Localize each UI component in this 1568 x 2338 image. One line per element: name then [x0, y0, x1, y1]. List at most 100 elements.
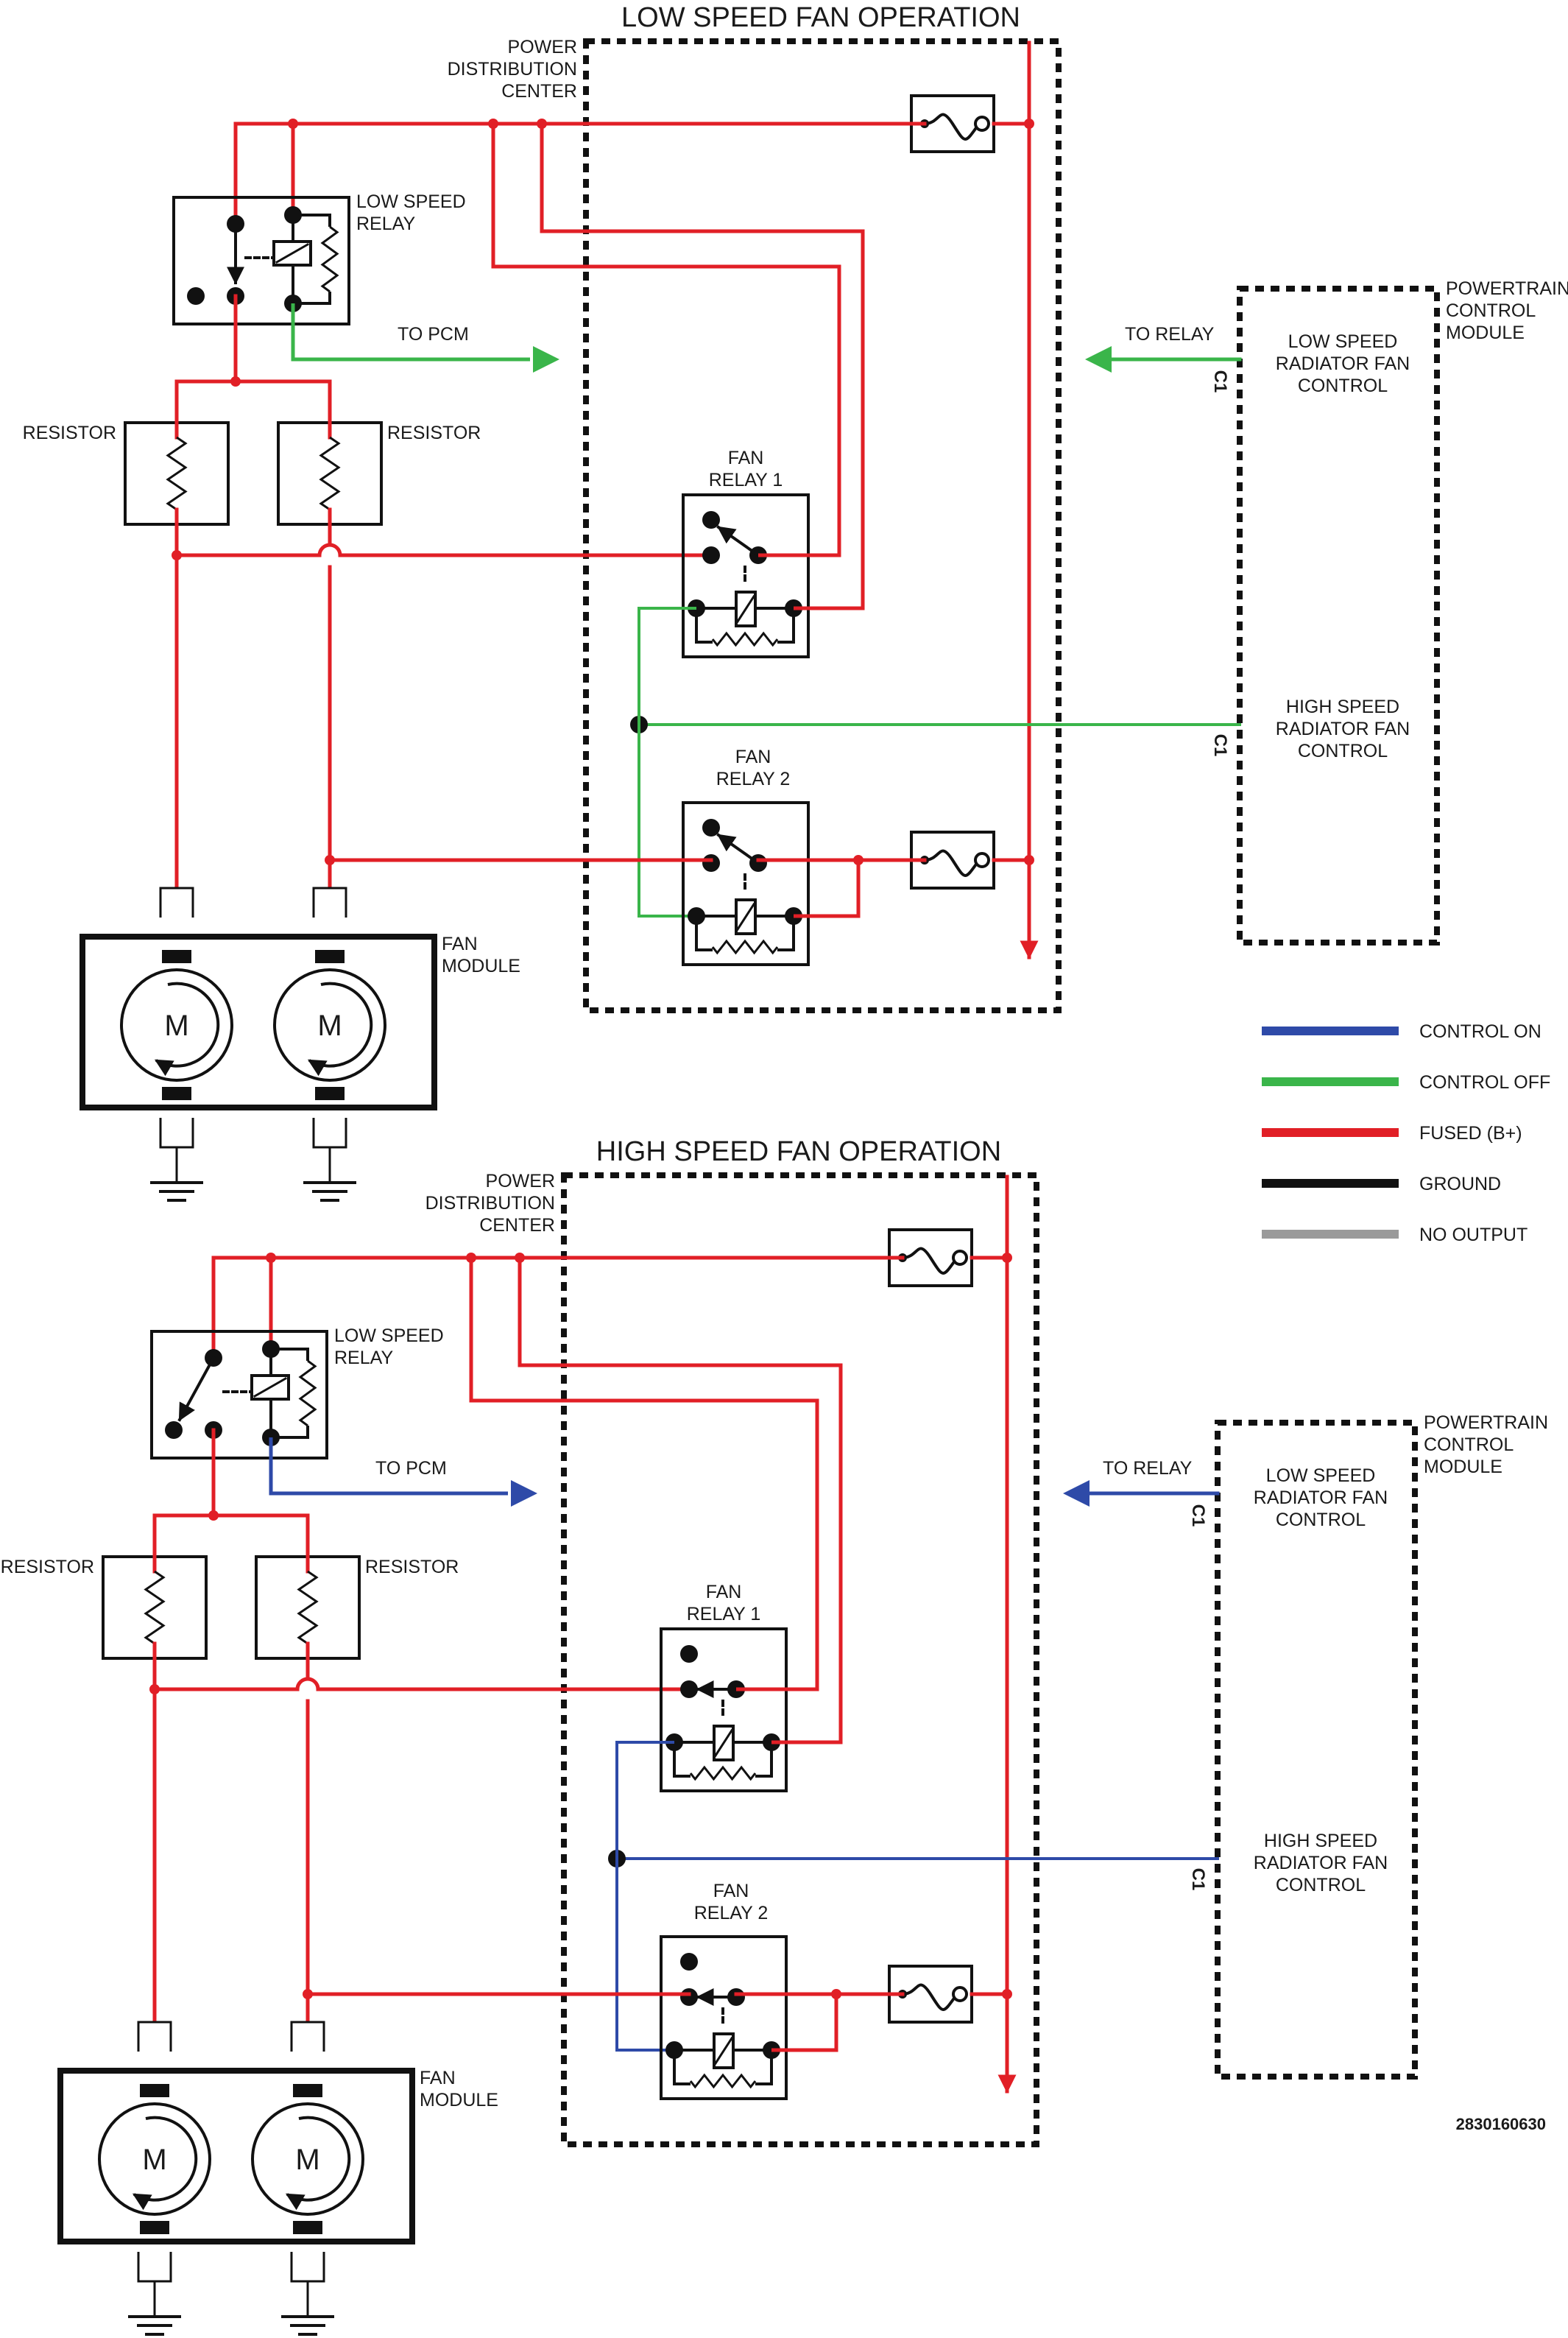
- to-pcm-label: TO PCM: [398, 324, 469, 345]
- legend-label: GROUND: [1419, 1174, 1501, 1194]
- coil-wire: [293, 292, 331, 305]
- motor-brush: [293, 2084, 322, 2097]
- low-fan-control-label: RADIATOR FAN: [1276, 353, 1410, 374]
- legend-label: CONTROL ON: [1419, 1021, 1541, 1042]
- fan-module-box: [57, 2068, 415, 2244]
- high-speed-panel: HIGH SPEED FAN OPERATIONPOWERDISTRIBUTIO…: [1, 1136, 1548, 2336]
- junction-dot: [1002, 1989, 1012, 1999]
- relay2-coil-feed: [771, 1994, 838, 2052]
- high-fan-control-label: CONTROL: [1276, 1875, 1366, 1895]
- low-speed-relay-label: RELAY: [356, 214, 415, 234]
- connector-c1: C1: [1188, 1504, 1208, 1527]
- fuse-element: [924, 849, 981, 877]
- arrow-head: [1063, 1480, 1090, 1507]
- coil-wire: [777, 916, 795, 951]
- relay-switch-arm: [716, 833, 760, 865]
- fuse-terminal: [974, 116, 990, 132]
- high-fan-control-label: CONTROL: [1298, 741, 1388, 761]
- high-fan-control-label: HIGH SPEED: [1286, 697, 1399, 717]
- to-relay-label: TO RELAY: [1125, 324, 1215, 345]
- fan-relay-box: [682, 493, 810, 658]
- motor-label: M: [317, 1010, 342, 1042]
- fan-module-label: FAN: [442, 934, 478, 954]
- pdc-label: POWER: [508, 37, 577, 57]
- relay-coil: [735, 591, 757, 627]
- high-fan-control-label: HIGH SPEED: [1264, 1831, 1377, 1851]
- fuse-element: [902, 1247, 958, 1275]
- pdc-box: [583, 38, 1062, 1013]
- resistor-left-label: RESISTOR: [23, 423, 116, 443]
- relay-contact: [702, 819, 720, 837]
- wire: [152, 1513, 310, 1557]
- low-fan-control-label: LOW SPEED: [1288, 331, 1398, 352]
- relay-coil: [735, 898, 757, 935]
- pdc-label: DISTRIBUTION: [448, 59, 577, 80]
- high-fan-control-label: RADIATOR FAN: [1254, 1853, 1388, 1873]
- motor-brush: [293, 2221, 322, 2234]
- coil-slash: [713, 2036, 734, 2066]
- legend-label: CONTROL OFF: [1419, 1072, 1550, 1093]
- junction-dot: [1024, 855, 1034, 865]
- fan-relay-box: [682, 801, 810, 966]
- motor: [251, 2102, 364, 2216]
- fan-relay2-label: FAN: [735, 747, 771, 767]
- pdc-label: CENTER: [501, 81, 577, 102]
- motor-brush: [315, 950, 345, 963]
- relay-switch-arm: [177, 1356, 216, 1422]
- coil-wire: [271, 1426, 309, 1439]
- junction-dot: [149, 1684, 160, 1694]
- junction-dot: [1024, 119, 1034, 129]
- suppression-resistor: [711, 631, 779, 647]
- low-speed-relay-box: [172, 196, 350, 325]
- connector: [290, 2021, 325, 2052]
- fuse-terminal: [952, 1986, 968, 2002]
- rotation-arrow: [307, 982, 373, 1077]
- fan-relay1-label: FAN: [728, 448, 764, 468]
- fan-relay1-label: RELAY 1: [709, 470, 783, 490]
- resistor-right-label: RESISTOR: [387, 423, 481, 443]
- pcm-box: [1215, 1420, 1418, 2080]
- pcm-label: MODULE: [1446, 323, 1525, 343]
- coil-slash: [252, 1376, 288, 1398]
- motor-brush: [140, 2084, 169, 2097]
- relay-contact: [702, 546, 720, 564]
- coil-wire: [271, 1348, 309, 1361]
- resistor-right-label: RESISTOR: [365, 1557, 459, 1577]
- legend-label: NO OUTPUT: [1419, 1225, 1528, 1245]
- motor-label: M: [164, 1010, 188, 1042]
- fan-relay2-label: RELAY 2: [716, 769, 791, 789]
- suppression-resistor: [689, 2073, 757, 2089]
- low-fan-control-label: RADIATOR FAN: [1254, 1487, 1388, 1508]
- fuse-element: [924, 113, 981, 141]
- low-speed-panel: LOW SPEED FAN OPERATIONPOWERDISTRIBUTION…: [23, 2, 1568, 1202]
- junction-dot: [303, 1989, 313, 1999]
- motor-brush: [315, 1087, 345, 1100]
- relay1-switch-feed: [491, 124, 841, 557]
- coil-slash: [735, 594, 756, 624]
- relay-contact: [702, 511, 720, 529]
- low-speed-relay-label: RELAY: [334, 1348, 393, 1368]
- fuse-terminal: [952, 1250, 968, 1266]
- coil-wire: [777, 608, 795, 644]
- arrow-head: [533, 346, 559, 373]
- motor: [273, 968, 386, 1082]
- relay-switch-arm: [716, 525, 760, 557]
- fan-module-label: MODULE: [442, 956, 520, 976]
- junction-dot: [172, 550, 182, 560]
- fan-relay2-label: RELAY 2: [694, 1903, 769, 1923]
- motor-brush: [162, 950, 191, 963]
- relay-contact: [187, 287, 205, 305]
- resistor-zigzag: [166, 436, 188, 511]
- high-fan-control-label: RADIATOR FAN: [1276, 719, 1410, 739]
- suppression-resistor: [320, 225, 339, 293]
- low-speed-relay-label: LOW SPEED: [334, 1325, 444, 1346]
- connector: [159, 887, 194, 918]
- motor-brush: [162, 1087, 191, 1100]
- pcm-label: CONTROL: [1446, 300, 1536, 321]
- to-pcm-label: TO PCM: [375, 1458, 447, 1479]
- motor-label: M: [295, 2144, 319, 2176]
- arrow-head: [511, 1480, 537, 1507]
- connector: [137, 2021, 172, 2052]
- fuse-terminal: [974, 852, 990, 868]
